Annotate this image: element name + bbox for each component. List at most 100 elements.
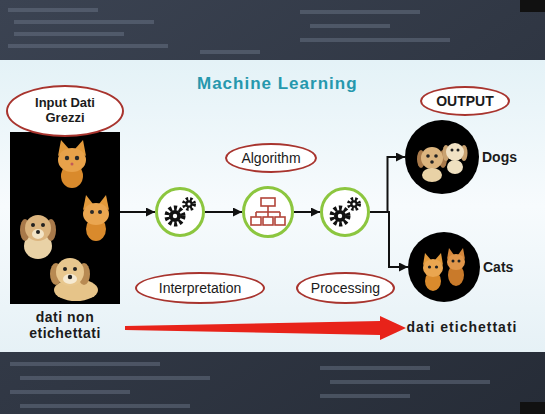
code-texture bbox=[14, 20, 154, 24]
code-texture bbox=[20, 376, 210, 380]
gear-circle-fill bbox=[321, 188, 369, 236]
gear-icon bbox=[353, 203, 356, 206]
code-texture bbox=[300, 10, 420, 14]
class-name: Dogs bbox=[482, 149, 517, 165]
label-ellipse: Input Dati Grezzi bbox=[6, 85, 124, 137]
cats-picture bbox=[428, 265, 431, 268]
dogs-picture bbox=[451, 149, 454, 152]
gear-icon bbox=[349, 199, 359, 209]
kitten-picture bbox=[90, 210, 94, 214]
dogs-picture bbox=[422, 168, 442, 182]
label-ellipse: Algorithm bbox=[225, 143, 317, 173]
puppy-picture bbox=[41, 223, 45, 227]
flowchart-icon bbox=[275, 217, 285, 225]
gear-icon bbox=[338, 214, 342, 218]
puppy-picture bbox=[25, 215, 51, 241]
flow-arrow bbox=[120, 211, 155, 213]
class-circle: Dogs bbox=[405, 120, 479, 194]
flowchart-icon bbox=[251, 217, 261, 225]
dog-picture bbox=[56, 258, 84, 286]
puppy-picture bbox=[36, 230, 40, 234]
flowchart-icon bbox=[261, 198, 275, 206]
flowchart-icon bbox=[267, 206, 269, 212]
gear-icon bbox=[167, 208, 183, 224]
code-texture bbox=[300, 38, 450, 42]
step-label: Algorithm bbox=[241, 150, 300, 166]
kitten-picture bbox=[58, 140, 86, 188]
flow-arrow bbox=[370, 157, 405, 212]
dog-picture bbox=[50, 258, 98, 301]
code-texture bbox=[8, 44, 168, 48]
code-texture bbox=[310, 24, 390, 28]
diagram-title: Machine Learning bbox=[197, 74, 358, 94]
free-label: dati etichettati bbox=[406, 319, 518, 335]
flowchart-icon bbox=[263, 217, 273, 225]
corner-mark bbox=[520, 402, 545, 414]
dogs-picture bbox=[434, 154, 438, 158]
gear-icon bbox=[332, 199, 359, 224]
code-texture bbox=[20, 404, 190, 408]
kitten-picture bbox=[71, 163, 74, 166]
kitten-picture bbox=[65, 156, 69, 160]
gear-icon bbox=[173, 214, 177, 218]
step-label: Interpretation bbox=[159, 280, 242, 296]
gear-icon bbox=[332, 208, 348, 224]
dogs-circle-fill bbox=[405, 120, 479, 194]
step-label: Processing bbox=[311, 280, 380, 296]
flow-arrow bbox=[294, 211, 320, 213]
dogs-picture bbox=[443, 143, 468, 174]
cats-picture bbox=[447, 254, 465, 270]
code-texture bbox=[14, 32, 124, 36]
cats-picture bbox=[423, 259, 443, 277]
dog-picture bbox=[68, 275, 72, 279]
gear-icon bbox=[167, 199, 194, 224]
gear-circle-fill bbox=[156, 188, 204, 236]
algorithm-circle: Algorithm bbox=[242, 186, 294, 238]
gear-icon bbox=[350, 200, 358, 208]
label-ellipse: Processing bbox=[296, 272, 395, 304]
output-ellipse: OUTPUT bbox=[420, 86, 510, 116]
cats-picture bbox=[458, 260, 461, 263]
code-texture bbox=[200, 50, 260, 54]
code-texture bbox=[330, 380, 490, 384]
image-box-fill bbox=[10, 132, 120, 304]
output-heading: OUTPUT bbox=[436, 93, 494, 109]
cats-picture bbox=[447, 248, 465, 286]
dog-picture bbox=[73, 267, 77, 271]
kitten-picture bbox=[83, 203, 109, 225]
flow-arrow bbox=[205, 211, 242, 213]
gear-icon bbox=[188, 203, 191, 206]
code-texture bbox=[10, 362, 160, 366]
flowchart-icon bbox=[251, 198, 285, 225]
code-texture bbox=[8, 8, 98, 12]
cats-picture bbox=[423, 248, 465, 291]
class-name: Cats bbox=[483, 259, 513, 275]
algorithm-circle-fill bbox=[243, 187, 293, 237]
dog-picture bbox=[63, 267, 67, 271]
gear-icon bbox=[184, 199, 194, 209]
dogs-picture bbox=[417, 147, 447, 182]
dogs-picture bbox=[426, 154, 430, 158]
dog-picture bbox=[63, 274, 77, 284]
dogs-picture bbox=[421, 147, 443, 169]
dogs-picture bbox=[447, 160, 463, 174]
puppy-picture bbox=[31, 223, 35, 227]
flow-arrow bbox=[370, 212, 408, 267]
red-progress-arrow bbox=[125, 316, 406, 340]
kitten-picture bbox=[75, 156, 79, 160]
input-caption: dati non etichettati bbox=[19, 309, 111, 341]
code-texture bbox=[320, 366, 430, 370]
dogs-picture bbox=[457, 149, 460, 152]
image-box: Input Dati Grezzidati non etichettati bbox=[10, 132, 120, 304]
puppy-picture bbox=[32, 229, 44, 239]
label-ellipse: Interpretation bbox=[135, 272, 265, 304]
cats-picture bbox=[452, 260, 455, 263]
cats-picture bbox=[423, 253, 443, 291]
process-circle: Interpretation bbox=[155, 187, 205, 237]
dogs-picture bbox=[417, 143, 468, 182]
